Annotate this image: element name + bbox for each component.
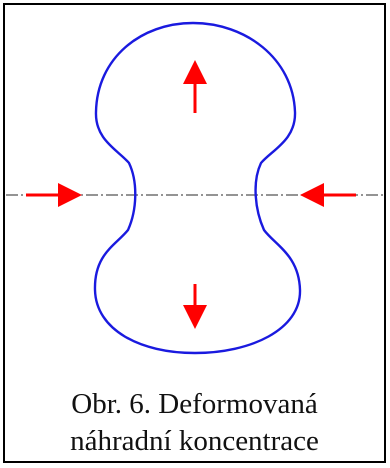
deformed-outline bbox=[93, 21, 302, 355]
figure-caption-line-2: náhradní koncentrace bbox=[70, 425, 319, 457]
figure-caption-line-1: Obr. 6. Deformovaná bbox=[71, 388, 318, 420]
